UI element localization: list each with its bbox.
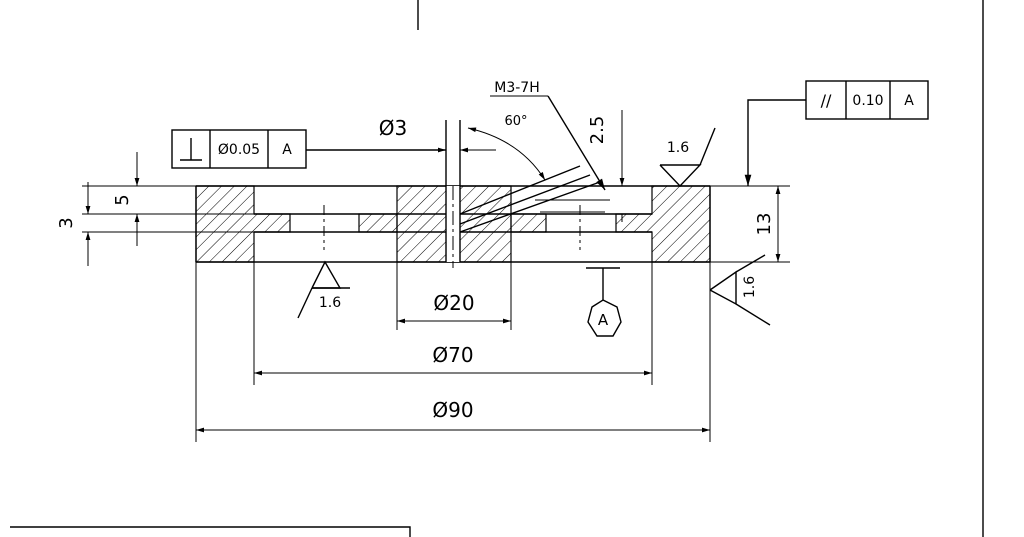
gdt-perp-datum: A xyxy=(282,142,292,158)
dim-d90: Ø90 xyxy=(432,398,473,422)
left-inner-hatch xyxy=(358,213,398,233)
title-block-stub xyxy=(10,526,411,537)
svg-text:1.6: 1.6 xyxy=(319,295,341,311)
right-hatched-region xyxy=(615,185,711,263)
right-inner-hatch xyxy=(510,213,547,233)
svg-text:1.6: 1.6 xyxy=(667,140,689,156)
dim-d3: Ø3 xyxy=(379,116,407,140)
svg-text:1.6: 1.6 xyxy=(742,276,758,298)
dim-13: 13 xyxy=(754,213,775,236)
gdt-parallel-symbol: // xyxy=(821,91,832,110)
dim-2-5: 2.5 xyxy=(587,116,608,145)
dim-3: 3 xyxy=(56,217,77,228)
gdt-parallel-datum: A xyxy=(904,93,914,109)
surface-finish-bottom-left: 1.6 xyxy=(297,260,350,319)
left-hatched-region xyxy=(195,185,291,263)
dim-d70: Ø70 xyxy=(432,343,473,367)
gdt-perpendicularity-frame: Ø0.05 A xyxy=(171,129,446,169)
gdt-parallel-tolerance: 0.10 xyxy=(852,93,883,109)
gdt-parallel-frame: // 0.10 A xyxy=(744,80,929,186)
dim-d20: Ø20 xyxy=(433,291,474,315)
gdt-perp-tolerance: Ø0.05 xyxy=(218,142,260,158)
surface-finish-right: 1.6 xyxy=(709,254,771,326)
thread-angle: 60° xyxy=(504,114,527,129)
part-section xyxy=(195,120,711,268)
surface-finish-top: 1.6 xyxy=(659,127,716,188)
datum-a-symbol: A xyxy=(586,267,622,337)
dim-5: 5 xyxy=(112,194,133,205)
svg-text:A: A xyxy=(598,311,609,329)
thread-callout: M3-7H xyxy=(494,80,539,96)
